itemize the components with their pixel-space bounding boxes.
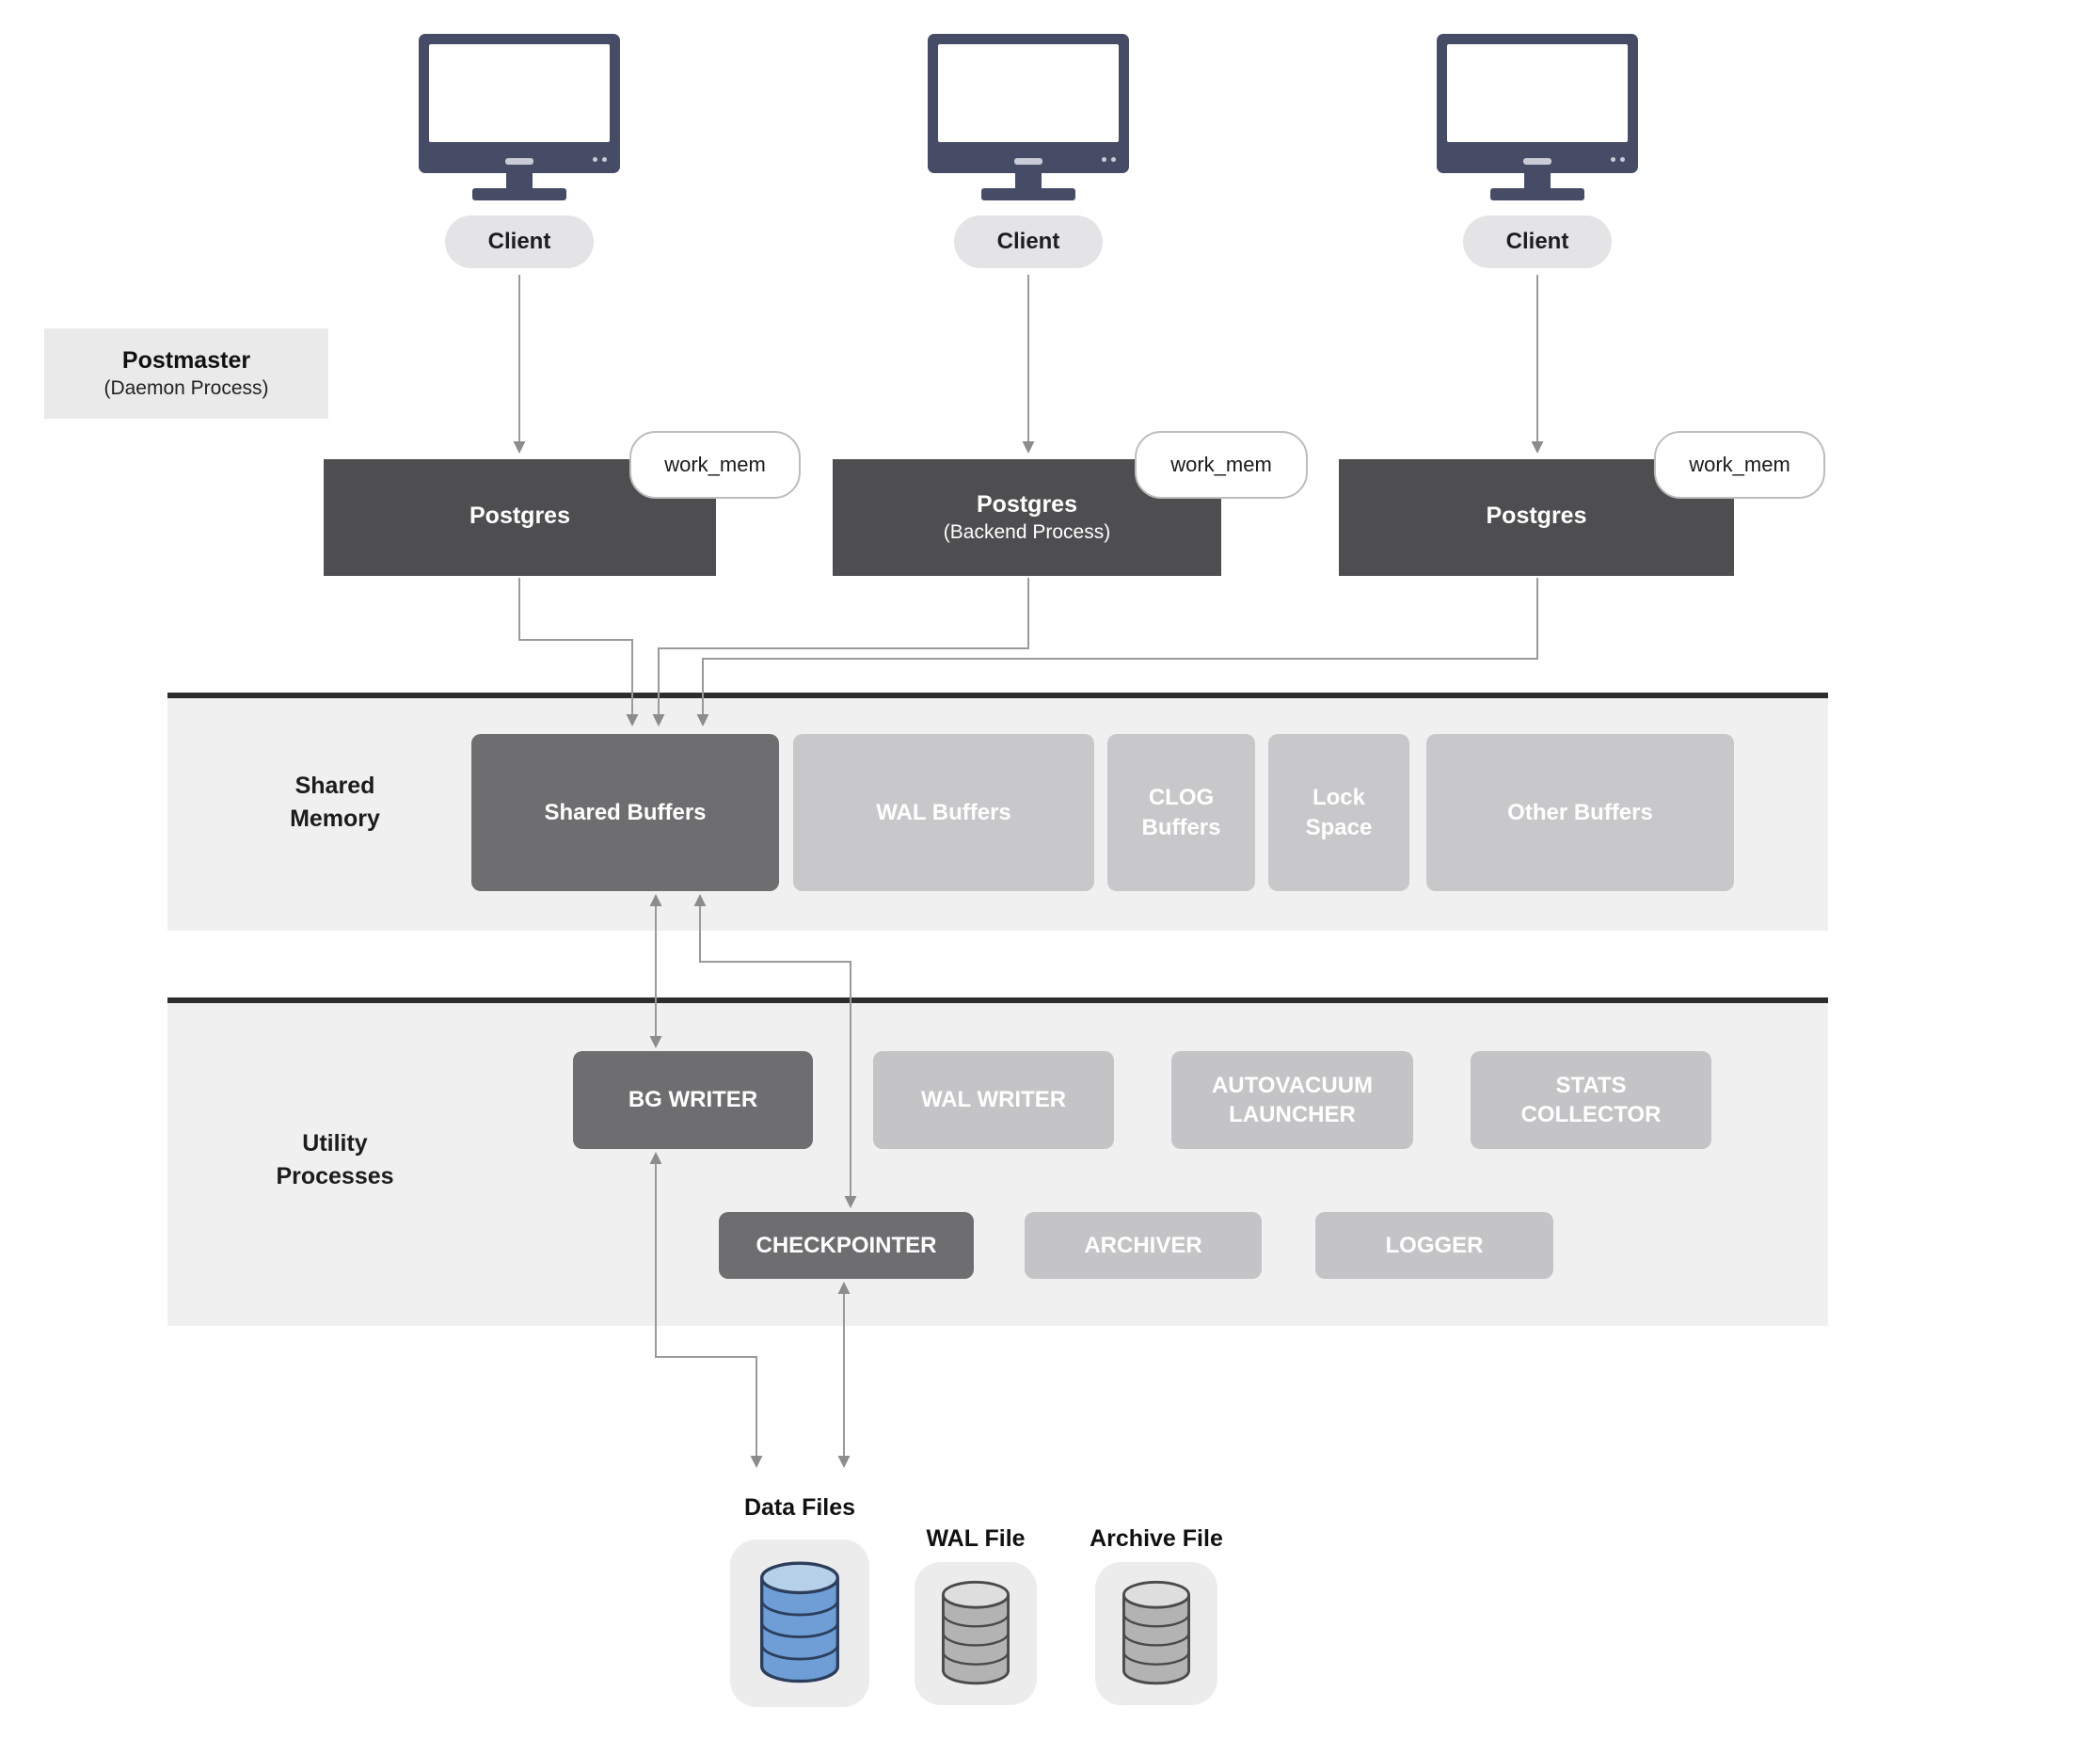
postgres-subtitle: (Backend Process)	[943, 521, 1111, 543]
database-cylinder-icon	[1122, 1580, 1190, 1685]
monitor-dots	[1102, 157, 1116, 162]
shared-memory-label-line1: Shared	[294, 773, 375, 799]
utility-processes-label-line2: Processes	[276, 1163, 394, 1189]
bg-writer-box: BG WRITER	[573, 1051, 813, 1149]
shared-memory-label-line2: Memory	[290, 806, 380, 832]
monitor-neck	[1015, 173, 1042, 188]
client-label: Client	[1462, 215, 1613, 268]
database-cylinder-icon	[942, 1580, 1010, 1685]
client-label: Client	[444, 215, 595, 268]
work-mem-badge-2: work_mem	[1135, 431, 1308, 499]
shared-buffers-box: Shared Buffers	[471, 734, 779, 891]
archive-file-label: Archive File	[1090, 1525, 1223, 1552]
monitor-frame	[1437, 34, 1638, 173]
client-group-2: Client	[925, 34, 1132, 268]
client-label: Client	[953, 215, 1104, 268]
monitor-base	[981, 188, 1075, 200]
work-mem-badge-1: work_mem	[629, 431, 801, 499]
wal-file-label: WAL File	[926, 1525, 1026, 1552]
monitor-neck	[1524, 173, 1551, 188]
postmaster-label: Postmaster (Daemon Process)	[44, 328, 328, 419]
monitor-screen	[429, 44, 610, 142]
clog-buffers-box: CLOG Buffers	[1107, 734, 1255, 891]
utility-processes-label: Utility Processes	[231, 1127, 438, 1193]
archiver-box: ARCHIVER	[1025, 1212, 1262, 1279]
logger-box: LOGGER	[1315, 1212, 1553, 1279]
shared-memory-label: Shared Memory	[231, 770, 438, 836]
client-group-3: Client	[1434, 34, 1641, 268]
wal-buffers-box: WAL Buffers	[793, 734, 1094, 891]
wal-file-group	[915, 1562, 1037, 1705]
monitor-screen	[938, 44, 1119, 142]
monitor-screen	[1447, 44, 1628, 142]
monitor-dash	[1523, 158, 1551, 165]
monitor-dash	[1014, 158, 1042, 165]
client-group-1: Client	[416, 34, 623, 268]
monitor-neck	[506, 173, 533, 188]
monitor-base	[1490, 188, 1584, 200]
work-mem-badge-3: work_mem	[1654, 431, 1825, 499]
other-buffers-box: Other Buffers	[1426, 734, 1734, 891]
data-files-label: Data Files	[743, 1494, 856, 1521]
wal-writer-box: WAL WRITER	[873, 1051, 1114, 1149]
checkpointer-box: CHECKPOINTER	[719, 1212, 974, 1279]
postgres-title: Postgres	[1486, 503, 1587, 529]
monitor-dots	[1611, 157, 1625, 162]
desktop-monitor-icon	[1437, 34, 1638, 200]
database-cylinder-icon	[760, 1561, 839, 1683]
monitor-base	[472, 188, 566, 200]
monitor-dots	[593, 157, 607, 162]
postmaster-title: Postmaster	[121, 347, 251, 374]
postgres-title: Postgres	[469, 503, 570, 529]
monitor-frame	[928, 34, 1129, 173]
archive-file-group	[1095, 1562, 1217, 1705]
data-files-group	[730, 1540, 869, 1707]
monitor-frame	[419, 34, 620, 173]
desktop-monitor-icon	[928, 34, 1129, 200]
stats-collector-box: STATS COLLECTOR	[1471, 1051, 1711, 1149]
lock-space-box: Lock Space	[1268, 734, 1409, 891]
postgres-title: Postgres	[977, 491, 1077, 518]
postmaster-subtitle: (Daemon Process)	[103, 377, 269, 399]
desktop-monitor-icon	[419, 34, 620, 200]
autovacuum-launcher-box: AUTOVACUUM LAUNCHER	[1171, 1051, 1413, 1149]
monitor-dash	[505, 158, 533, 165]
utility-processes-label-line1: Utility	[302, 1130, 368, 1157]
